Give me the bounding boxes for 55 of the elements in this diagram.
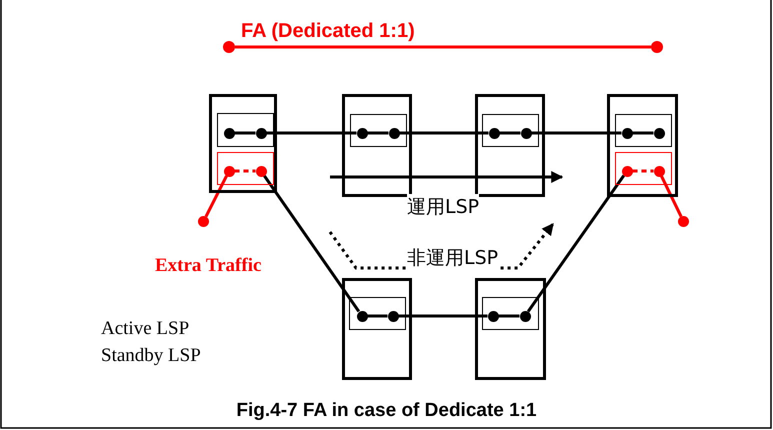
- dot: [388, 310, 398, 322]
- router-box: [209, 94, 277, 193]
- dot: [488, 128, 500, 138]
- port-box: [615, 114, 672, 147]
- dot: [256, 128, 266, 138]
- edge-label: FA (Dedicated 1:1): [239, 20, 417, 43]
- dot: [654, 128, 664, 138]
- dot: [488, 310, 498, 322]
- port-box: [349, 297, 406, 330]
- endpoint-dot: [198, 216, 209, 227]
- connector: [266, 132, 356, 134]
- connector: [526, 174, 626, 312]
- endpoint-dot: [651, 41, 663, 53]
- connector: [498, 314, 520, 318]
- connector: [368, 132, 388, 134]
- connector: [632, 132, 654, 134]
- connector: [660, 175, 682, 218]
- dot: [520, 128, 532, 138]
- dot: [622, 128, 632, 138]
- fa-line: [235, 46, 651, 48]
- connector: [262, 174, 360, 312]
- dot: [224, 128, 234, 138]
- lsp-label: 非運用LSP: [407, 245, 498, 271]
- port-box: [482, 114, 539, 147]
- dot: [520, 310, 530, 322]
- router-box: [607, 94, 678, 197]
- connector: [632, 170, 654, 172]
- connector: [234, 132, 256, 134]
- dot: [356, 310, 368, 322]
- dot: [224, 166, 234, 176]
- router-box: [475, 278, 546, 380]
- dot: [622, 166, 632, 176]
- port-box: [350, 114, 407, 147]
- port-box: [615, 152, 672, 185]
- endpoint-dot: [678, 216, 689, 227]
- connector: [234, 170, 256, 172]
- router-box: [475, 94, 545, 197]
- connector: [368, 314, 388, 318]
- endpoint-dot: [223, 41, 235, 53]
- dot: [356, 128, 368, 138]
- connector: [500, 132, 520, 134]
- dot: [654, 166, 664, 176]
- port-box: [217, 113, 274, 147]
- connector: [532, 132, 622, 134]
- dot: [388, 128, 400, 138]
- connector: [204, 175, 228, 218]
- router-box: [342, 278, 412, 380]
- legend-text: Standby LSP: [101, 345, 201, 367]
- port-box: [217, 152, 274, 185]
- connector: [400, 132, 488, 134]
- dot: [256, 166, 266, 176]
- connector: [398, 314, 488, 318]
- figure-caption: Fig.4-7 FA in case of Dedicate 1:1: [235, 400, 538, 422]
- router-box: [342, 94, 412, 197]
- port-box: [482, 297, 539, 330]
